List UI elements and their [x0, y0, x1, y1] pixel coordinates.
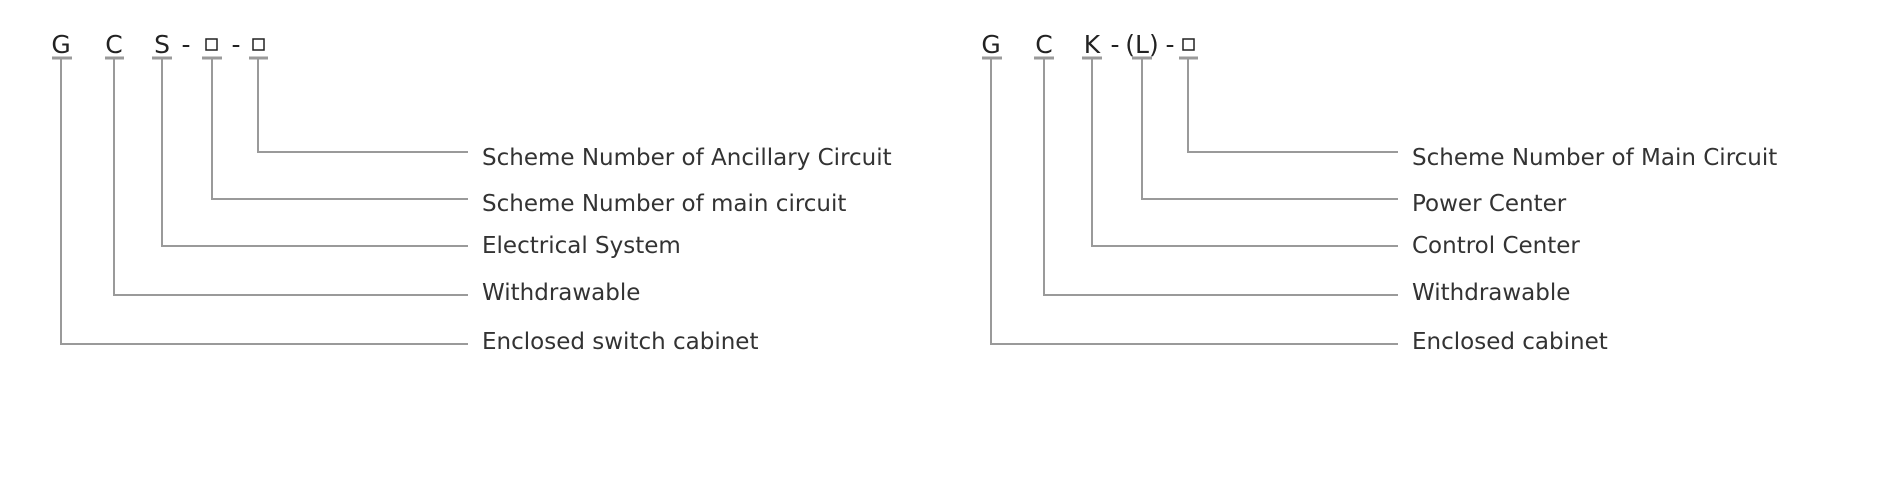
- code-char-c: C: [1035, 30, 1052, 59]
- leader-enclosed-cabinet: [990, 58, 1398, 345]
- model-code: G C K - (L) -: [981, 30, 1195, 59]
- code-dash: -: [231, 30, 240, 59]
- code-char-l-parenthesized: (L): [1125, 30, 1158, 59]
- label-control-center: Control Center: [1412, 233, 1580, 259]
- code-dash: -: [181, 30, 190, 59]
- code-char-k: K: [1084, 30, 1101, 59]
- label-withdrawable: Withdrawable: [482, 280, 640, 306]
- label-ancillary-circuit: Scheme Number of Ancillary Circuit: [482, 145, 892, 171]
- label-electrical-system: Electrical System: [482, 233, 681, 259]
- code-box-main-circuit: [1182, 38, 1195, 51]
- label-main-circuit: Scheme Number of Main Circuit: [1412, 145, 1777, 171]
- label-withdrawable: Withdrawable: [1412, 280, 1570, 306]
- code-char-c: C: [105, 30, 122, 59]
- label-main-circuit: Scheme Number of main circuit: [482, 191, 846, 217]
- leader-lines: [60, 58, 468, 345]
- label-enclosed-switch-cabinet: Enclosed switch cabinet: [482, 329, 758, 355]
- code-char-s: S: [154, 30, 170, 59]
- code-char-g: G: [51, 30, 70, 59]
- code-dash: -: [1165, 30, 1174, 59]
- labels: Scheme Number of Main Circuit Power Cent…: [1412, 145, 1777, 355]
- label-enclosed-cabinet: Enclosed cabinet: [1412, 329, 1608, 355]
- code-box-ancillary-circuit: [252, 38, 265, 51]
- leader-electrical-system: [161, 58, 468, 247]
- leader-lines: [990, 58, 1398, 345]
- leader-withdrawable: [113, 58, 468, 296]
- label-power-center: Power Center: [1412, 191, 1567, 217]
- leader-enclosed-switch-cabinet: [60, 58, 468, 345]
- leader-power-center: [1141, 58, 1398, 200]
- code-char-g: G: [981, 30, 1000, 59]
- leader-main-circuit: [211, 58, 468, 200]
- leader-withdrawable: [1043, 58, 1398, 296]
- leader-ancillary-circuit: [257, 58, 468, 153]
- code-box-main-circuit: [205, 38, 218, 51]
- model-code: G C S - -: [51, 30, 265, 59]
- code-dash: -: [1110, 30, 1119, 59]
- diagram-gck: G C K - (L) - Scheme Number of Main Circ…: [981, 30, 1777, 355]
- labels: Scheme Number of Ancillary Circuit Schem…: [482, 145, 892, 355]
- leader-control-center: [1091, 58, 1398, 247]
- diagram-gcs: G C S - - Scheme Number of Ancillary Cir…: [51, 30, 891, 355]
- leader-main-circuit: [1187, 58, 1398, 153]
